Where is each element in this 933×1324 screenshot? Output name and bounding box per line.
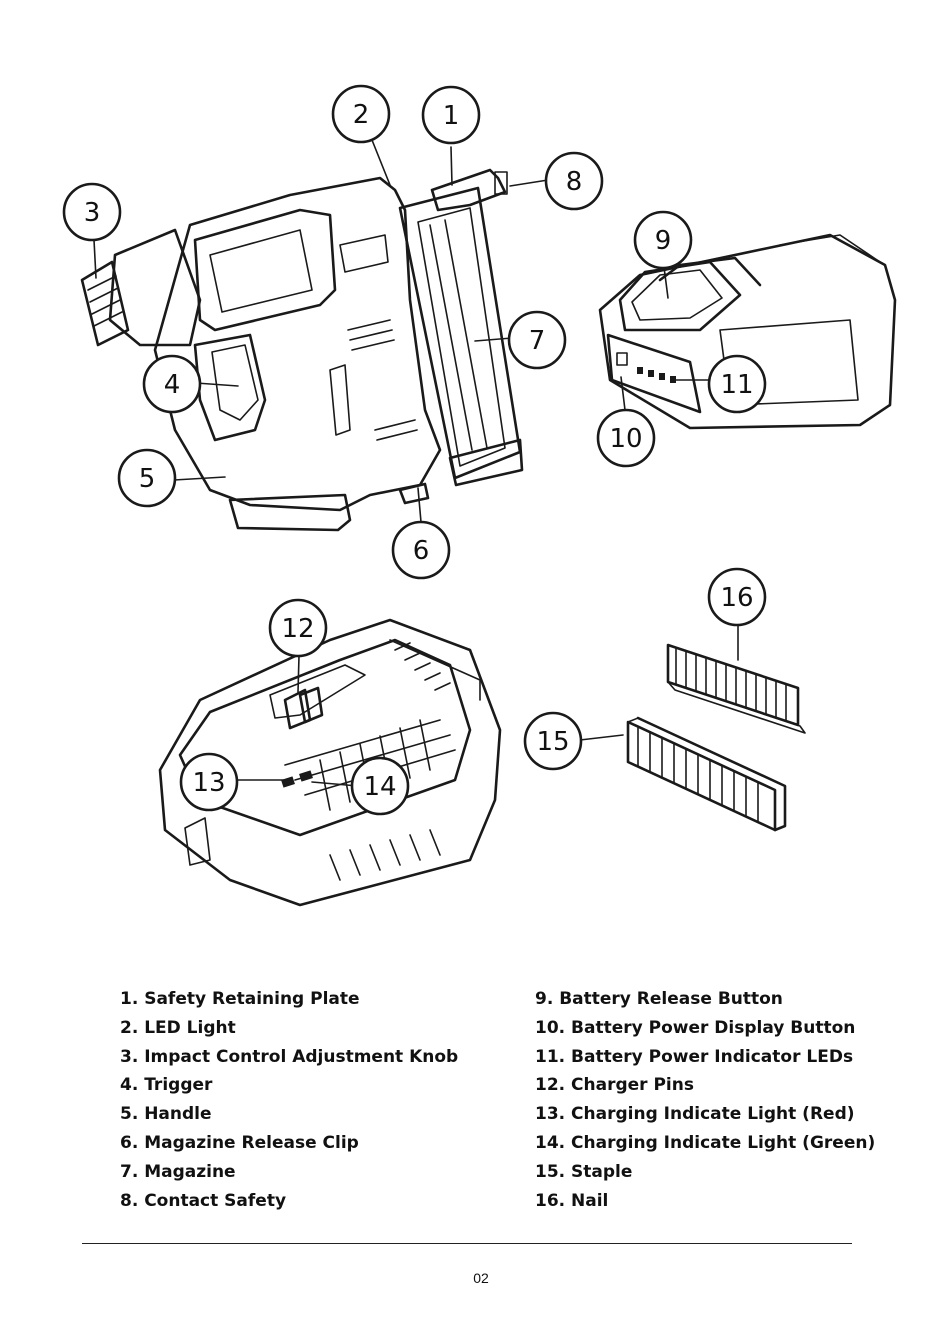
part-item: 9. Battery Release Button [535, 989, 783, 1009]
page-number: 02 [473, 1270, 489, 1286]
parts-diagram: 1 2 3 4 5 6 7 8 9 10 11 12 [62, 84, 897, 907]
callout-9: 9 [633, 210, 693, 270]
nailer-illustration [80, 168, 524, 532]
svg-text:5: 5 [139, 464, 156, 494]
part-item: 1. Safety Retaining Plate [120, 989, 360, 1009]
svg-text:11: 11 [720, 370, 753, 400]
part-item: 4. Trigger [120, 1075, 213, 1096]
part-item: 16. Nail [535, 1190, 609, 1211]
callout-2: 2 [331, 84, 391, 144]
svg-text:13: 13 [192, 768, 225, 798]
callout-16: 16 [707, 567, 767, 627]
part-item: 14. Charging Indicate Light (Green) [535, 1132, 876, 1153]
svg-text:8: 8 [566, 167, 583, 197]
svg-text:1: 1 [443, 101, 460, 131]
svg-text:6: 6 [413, 536, 430, 566]
callout-10: 10 [596, 408, 656, 468]
callout-leaders [93, 139, 739, 787]
callout-15: 15 [523, 711, 583, 771]
part-item: 7. Magazine [120, 1161, 236, 1182]
part-item: 2. LED Light [120, 1017, 236, 1038]
nail-strip-illustration [666, 643, 806, 734]
svg-text:15: 15 [536, 727, 569, 757]
parts-list-left: 1. Safety Retaining Plate 2. LED Light 3… [120, 985, 458, 1215]
callout-4: 4 [142, 354, 202, 414]
callout-13: 13 [179, 752, 239, 812]
part-item: 15. Staple [535, 1161, 633, 1182]
svg-text:16: 16 [720, 583, 753, 613]
svg-text:14: 14 [363, 772, 396, 802]
callout-11: 11 [707, 354, 767, 414]
svg-text:2: 2 [353, 100, 370, 130]
svg-text:7: 7 [529, 326, 546, 356]
callout-5: 5 [117, 448, 177, 508]
svg-text:12: 12 [281, 614, 314, 644]
part-item: 10. Battery Power Display Button [535, 1017, 856, 1038]
callout-12: 12 [268, 598, 328, 658]
part-item: 3. Impact Control Adjustment Knob [120, 1046, 459, 1067]
callout-3: 3 [62, 182, 122, 242]
part-item: 12. Charger Pins [535, 1075, 694, 1096]
callout-6: 6 [391, 520, 451, 580]
part-item: 8. Contact Safety [120, 1190, 287, 1211]
callout-7: 7 [507, 310, 567, 370]
footer-divider [82, 1243, 852, 1244]
callout-8: 8 [544, 151, 604, 211]
svg-text:10: 10 [609, 424, 642, 454]
part-item: 6. Magazine Release Clip [120, 1132, 359, 1153]
part-item: 13. Charging Indicate Light (Red) [535, 1104, 855, 1125]
svg-text:9: 9 [655, 226, 672, 256]
part-item: 11. Battery Power Indicator LEDs [535, 1046, 854, 1067]
staple-strip-illustration [626, 716, 787, 832]
part-item: 5. Handle [120, 1104, 212, 1125]
callout-1: 1 [421, 85, 481, 145]
callout-14: 14 [350, 756, 410, 816]
battery-illustration [598, 233, 897, 430]
svg-text:4: 4 [164, 370, 181, 400]
parts-list-right: 9. Battery Release Button 10. Battery Po… [535, 985, 875, 1215]
svg-text:3: 3 [84, 198, 101, 228]
